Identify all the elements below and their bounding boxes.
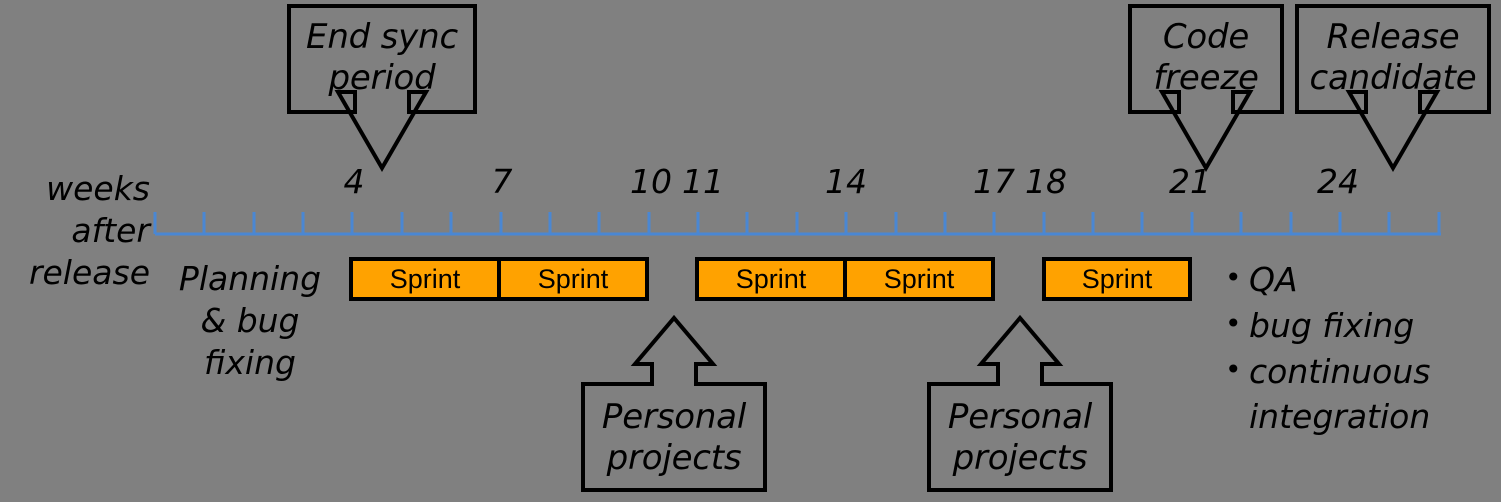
callout-code-freeze-shape [1128, 4, 1284, 172]
callout-personal-projects-1-shape [581, 314, 767, 492]
tick-label-21: 21 [1169, 162, 1211, 201]
list-item-label: continuous integration [1249, 352, 1431, 436]
sprint-bar[interactable]: Sprint [353, 261, 497, 297]
list-item: • QA [1225, 258, 1490, 302]
planning-label: Planning & bug fixing [178, 259, 322, 383]
sprint-bar[interactable]: Sprint [501, 261, 645, 297]
tick-label-7: 7 [491, 162, 513, 201]
bullet-icon: • [1225, 261, 1242, 294]
tick-label-24: 24 [1317, 162, 1359, 201]
axis-ticks [153, 212, 1441, 234]
tick-label-4: 4 [343, 162, 365, 201]
list-item: • bug fixing [1225, 304, 1490, 348]
sprint-group-2[interactable]: Sprint Sprint [695, 257, 995, 301]
bullet-icon: • [1225, 307, 1242, 341]
sprint-bar[interactable]: Sprint [1046, 261, 1188, 297]
callout-end-sync-period-shape [287, 4, 477, 172]
callout-personal-projects-2-shape [927, 314, 1113, 492]
sprint-bar[interactable]: Sprint [847, 261, 991, 297]
tick-label-10: 10 [630, 162, 672, 201]
timeline-axis [153, 212, 1441, 236]
callout-release-candidate-shape [1295, 4, 1491, 172]
list-item-label: QA [1249, 260, 1298, 299]
list-item-label: bug fixing [1249, 306, 1415, 346]
sprint-group-1[interactable]: Sprint Sprint [349, 257, 649, 301]
tick-label-11: 11 [682, 162, 724, 201]
tick-label-17: 17 [973, 162, 1015, 201]
notes-list: • QA • bug fixing • continuous integrati… [1225, 258, 1490, 441]
sprint-bar[interactable]: Sprint [699, 261, 843, 297]
tick-label-14: 14 [825, 162, 867, 201]
bullet-icon: • [1225, 353, 1242, 387]
list-item: • continuous integration [1225, 350, 1490, 438]
axis-side-label: weeks after release [28, 169, 150, 293]
tick-label-18: 18 [1025, 162, 1067, 201]
sprint-group-3[interactable]: Sprint [1042, 257, 1192, 301]
